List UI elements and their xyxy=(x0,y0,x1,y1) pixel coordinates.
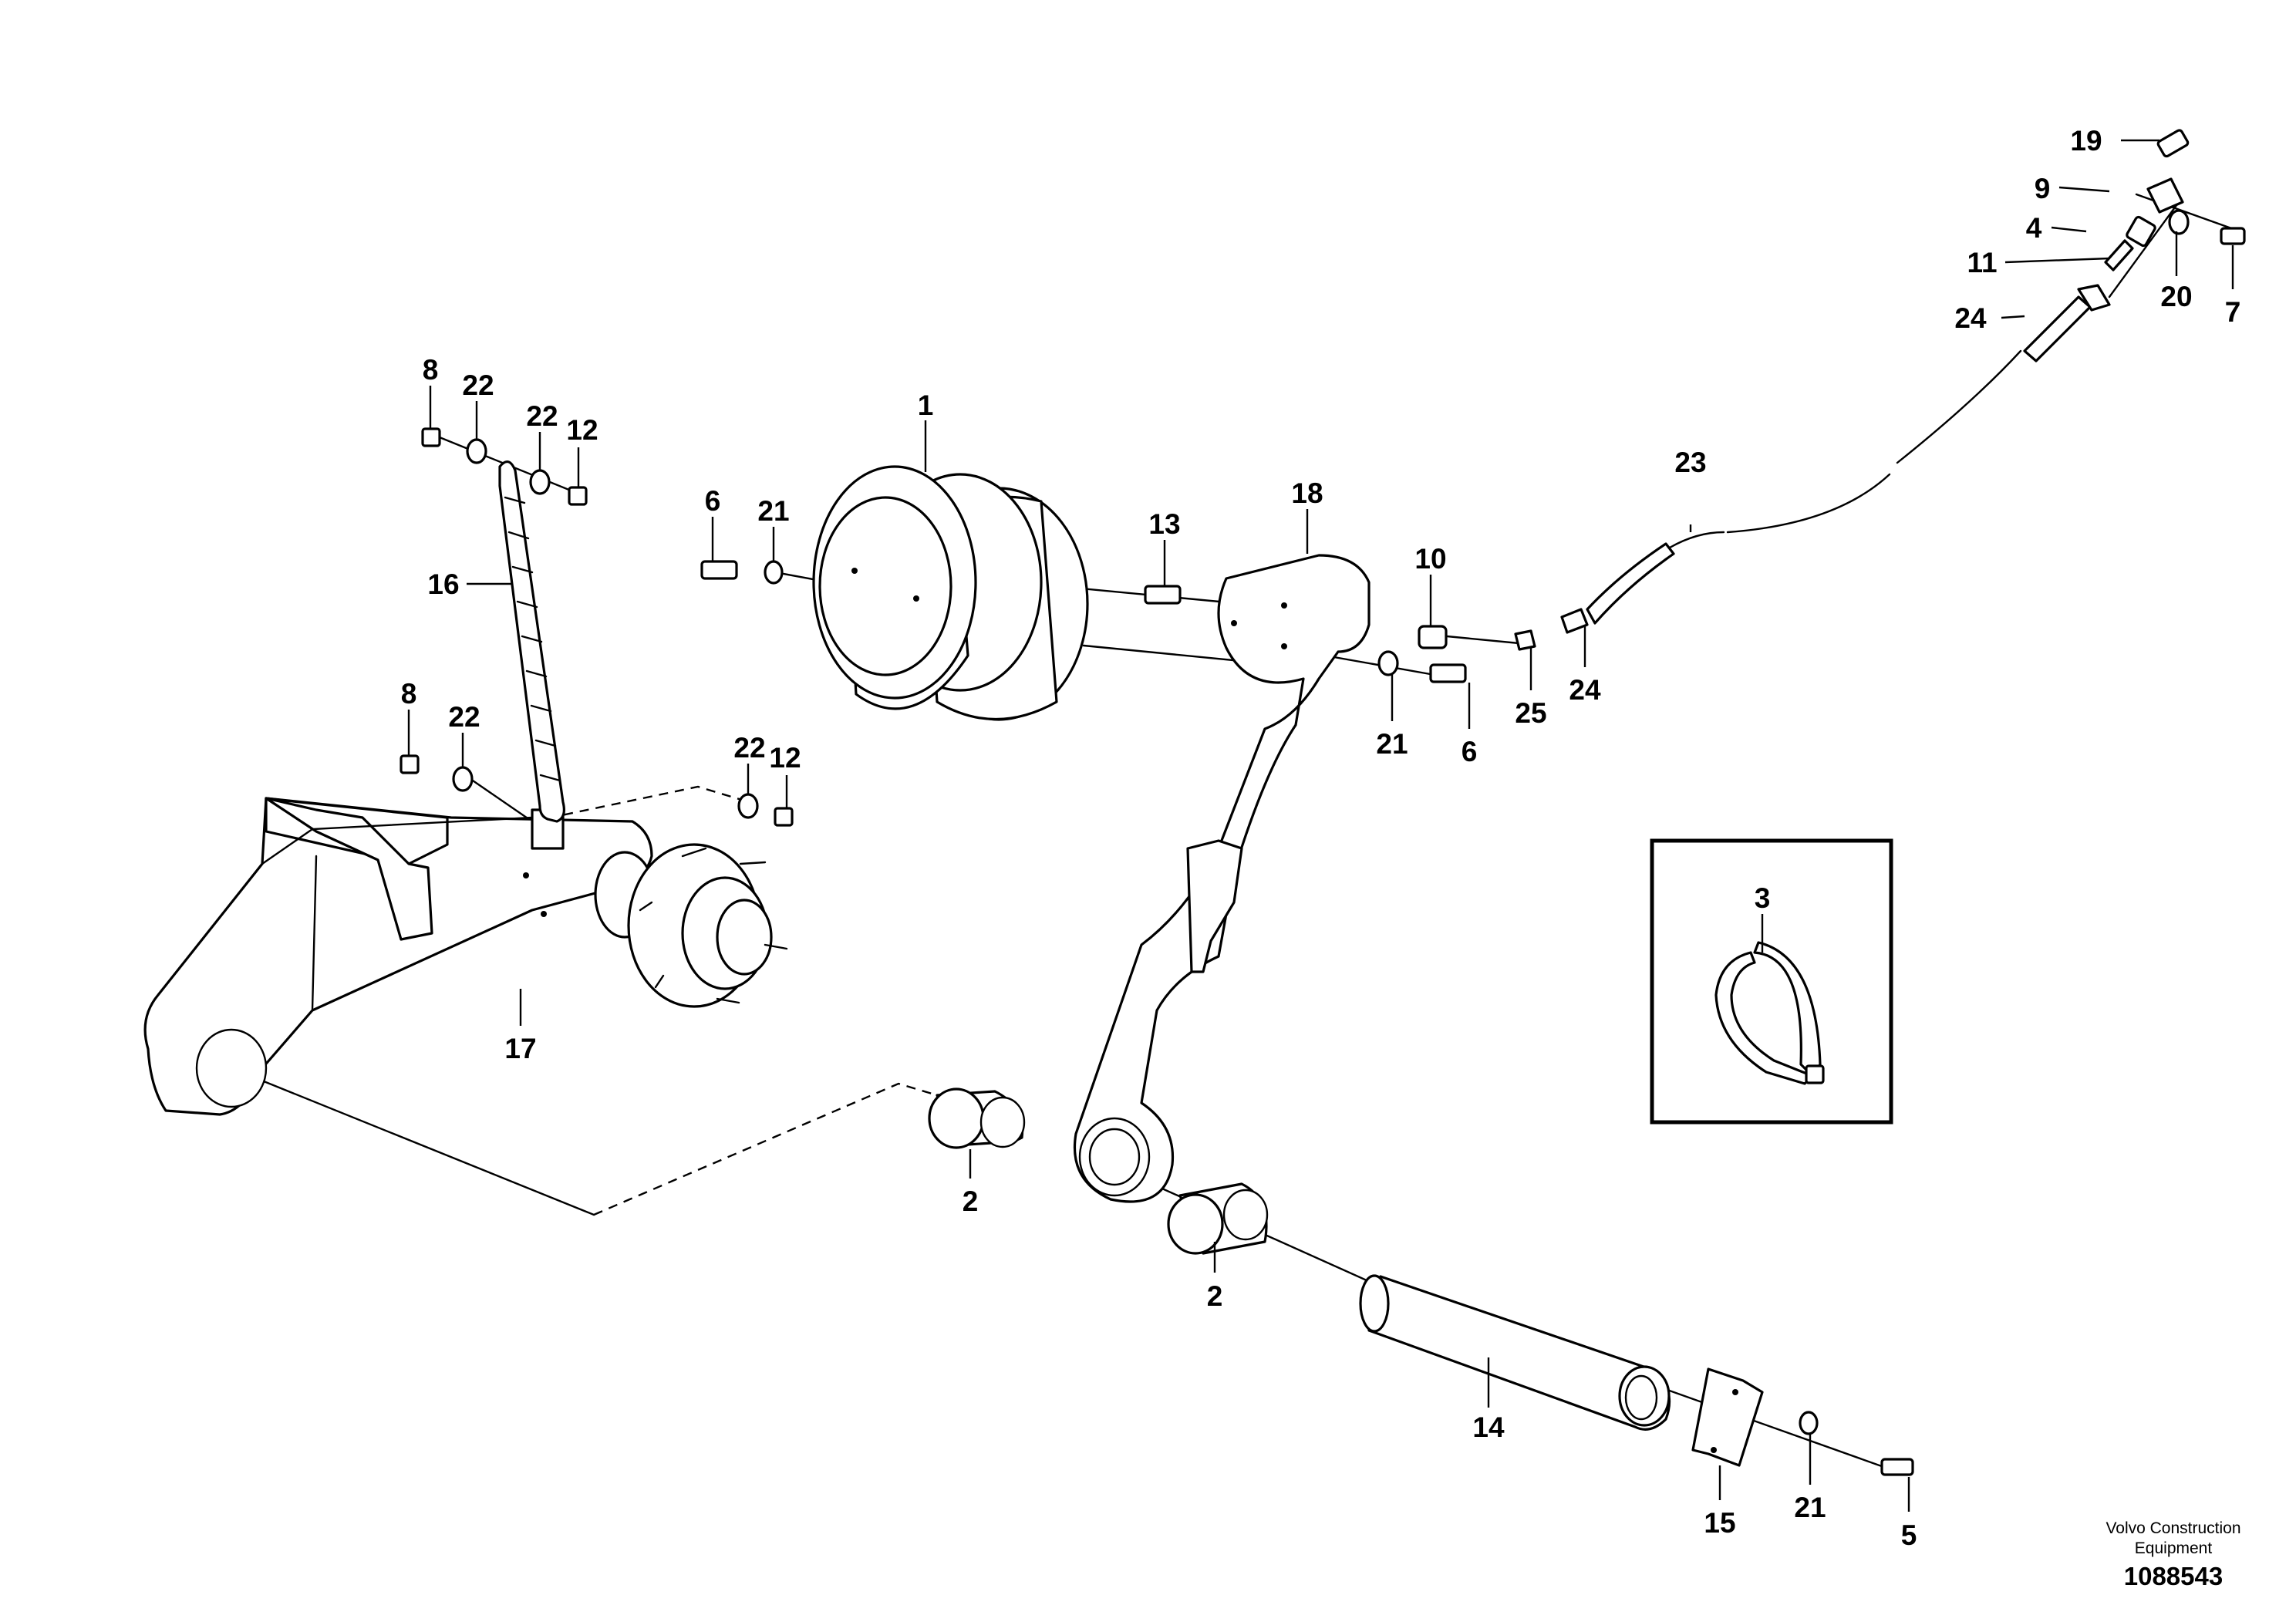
callout-1: 1 xyxy=(918,389,934,421)
callout-12a: 12 xyxy=(566,414,598,446)
callout-7: 7 xyxy=(2225,296,2241,328)
callout-5: 5 xyxy=(1901,1519,1917,1551)
callout-2b: 2 xyxy=(1207,1280,1223,1312)
callout-leaders xyxy=(407,139,2234,1512)
callout-6a: 6 xyxy=(705,485,721,517)
callout-9: 9 xyxy=(2035,173,2051,204)
lock-plate-part-15 xyxy=(1691,1367,1914,1476)
callout-4: 4 xyxy=(2026,212,2042,244)
brand-line-2: Equipment xyxy=(2135,1539,2213,1557)
chain-part-16 xyxy=(467,460,565,823)
hardware-left xyxy=(400,427,794,827)
callout-23: 23 xyxy=(1674,447,1706,478)
wheel-studs xyxy=(639,847,788,1004)
callout-13: 13 xyxy=(1148,508,1180,540)
callout-14: 14 xyxy=(1472,1411,1505,1443)
callout-21c: 21 xyxy=(1794,1492,1826,1523)
callout-21b: 21 xyxy=(1376,728,1408,760)
callout-6b: 6 xyxy=(1462,736,1478,767)
callout-15: 15 xyxy=(1704,1507,1735,1539)
inset-box-part-3 xyxy=(1650,838,1893,1125)
cable-end-hardware xyxy=(2104,129,2246,271)
callout-24a: 24 xyxy=(1954,302,1987,334)
callout-11: 11 xyxy=(1967,247,1997,278)
title-block: Volvo Construction Equipment 1088543 xyxy=(2106,1519,2240,1590)
callout-25: 25 xyxy=(1515,697,1546,729)
swing-arm-part-17 xyxy=(143,797,788,1116)
callout-labels: 1 2 2 3 4 5 6 6 7 8 8 9 10 11 12 12 13 1… xyxy=(401,125,2241,1551)
callout-24b: 24 xyxy=(1569,674,1601,706)
bushing-part-2 xyxy=(928,1088,1269,1255)
callout-21a: 21 xyxy=(757,495,789,527)
callout-22a: 22 xyxy=(462,369,494,401)
brand-line-1: Volvo Construction xyxy=(2106,1519,2240,1537)
callout-19: 19 xyxy=(2070,125,2102,157)
callout-3: 3 xyxy=(1755,882,1771,914)
callout-22d: 22 xyxy=(733,732,765,764)
callout-22b: 22 xyxy=(526,400,558,432)
callout-12b: 12 xyxy=(769,742,801,774)
callout-16: 16 xyxy=(427,568,459,600)
callout-2a: 2 xyxy=(963,1185,979,1217)
callout-17: 17 xyxy=(504,1033,536,1064)
cable-part-23 xyxy=(1514,284,2111,651)
lever-part-18 xyxy=(1073,554,1467,1203)
callout-18: 18 xyxy=(1291,477,1323,509)
callout-8b: 8 xyxy=(401,678,417,710)
roller-part-1 xyxy=(700,465,1089,721)
callout-20: 20 xyxy=(2160,281,2192,312)
callout-8a: 8 xyxy=(423,354,439,386)
pin-part-14 xyxy=(1359,1274,1671,1431)
document-number: 1088543 xyxy=(2124,1562,2223,1590)
callout-10: 10 xyxy=(1414,543,1446,575)
callout-22c: 22 xyxy=(448,701,480,733)
